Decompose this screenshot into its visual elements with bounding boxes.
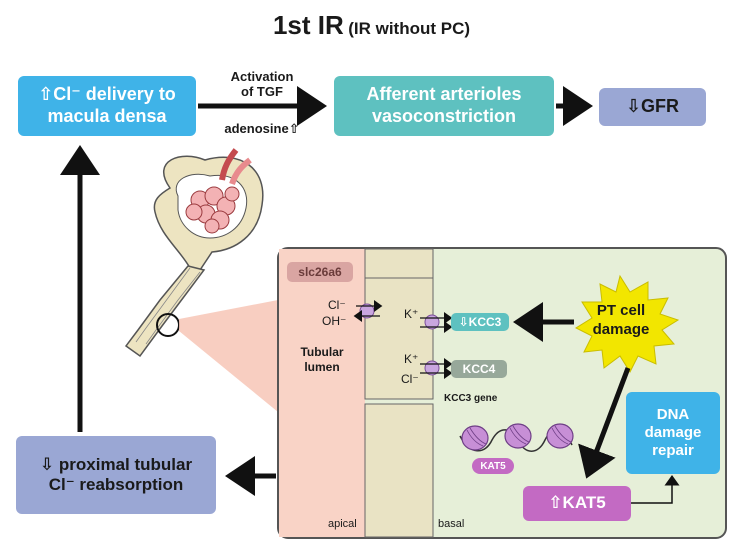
pt-damage-star [574, 274, 680, 374]
pt-damage-line1: PT cell [596, 302, 646, 319]
dna-line3: repair [652, 442, 694, 459]
proximal-box: ⇩ proximal tubular Cl⁻ reabsorption [16, 436, 216, 514]
lumen-line1: Tubular [300, 345, 344, 359]
dna-line2: damage [644, 424, 702, 441]
afferent-box: Afferent arterioles vasoconstriction [334, 76, 554, 136]
page-title: 1st IR (IR without PC) [0, 10, 743, 41]
cl-delivery-line2: macula densa [47, 106, 167, 126]
lumen-line2: lumen [304, 360, 340, 374]
pt-damage-line2: damage [592, 320, 650, 338]
k-ion-label-1: K⁺ [404, 307, 419, 321]
cl-delivery-box: ⇧Cl⁻ delivery to macula densa [18, 76, 196, 136]
adenosine-label: adenosine⇧ [224, 121, 300, 136]
zoom-wedge [179, 300, 278, 412]
lumen-area [279, 249, 365, 537]
activation-line2: of TGF [241, 83, 283, 99]
gfr-box: ⇩GFR [599, 88, 706, 126]
nephron-illustration [124, 148, 264, 358]
title-main: 1st IR [272, 10, 344, 40]
afferent-line1: Afferent arterioles [366, 84, 522, 105]
nucleosomes [459, 423, 574, 452]
activation-label: Activation of TGF [212, 69, 312, 100]
kat5-small-tag: KAT5 [472, 458, 514, 474]
cell-lower [364, 403, 434, 538]
kat5-box: ⇧KAT5 [523, 486, 631, 521]
k-ion-label-2: K⁺ [404, 352, 419, 366]
kcc4-tag: KCC4 [451, 360, 507, 378]
pt-damage-label: PT cell damage [584, 302, 658, 340]
cl-delivery-line1: ⇧Cl⁻ delivery to [38, 84, 176, 105]
dna-line1: DNA [656, 406, 690, 423]
proximal-line1: ⇩ proximal tubular [39, 454, 193, 474]
afferent-line2: vasoconstriction [371, 106, 517, 126]
dna-repair-box: DNA damage repair [626, 392, 720, 474]
title-sub: (IR without PC) [348, 19, 471, 38]
arrow-kat5-to-dna [631, 475, 680, 504]
cl-ion-label-2: Cl⁻ [401, 372, 419, 386]
apical-label: apical [328, 518, 357, 530]
kcc3-gene-label: KCC3 gene [444, 393, 498, 404]
proximal-line2: Cl⁻ reabsorption [48, 475, 184, 494]
arrow-damage-to-kat5 [578, 367, 631, 479]
basal-label: basal [438, 518, 465, 530]
cell-upper [364, 248, 434, 400]
oh-ion-label: OH⁻ [322, 314, 347, 328]
kcc3-tag: ⇩KCC3 [451, 313, 509, 331]
tubular-lumen-label: Tubular lumen [292, 345, 352, 375]
activation-line1: Activation [230, 69, 294, 84]
slc26a6-tag: slc26a6 [287, 262, 353, 282]
cl-ion-label: Cl⁻ [328, 298, 346, 312]
